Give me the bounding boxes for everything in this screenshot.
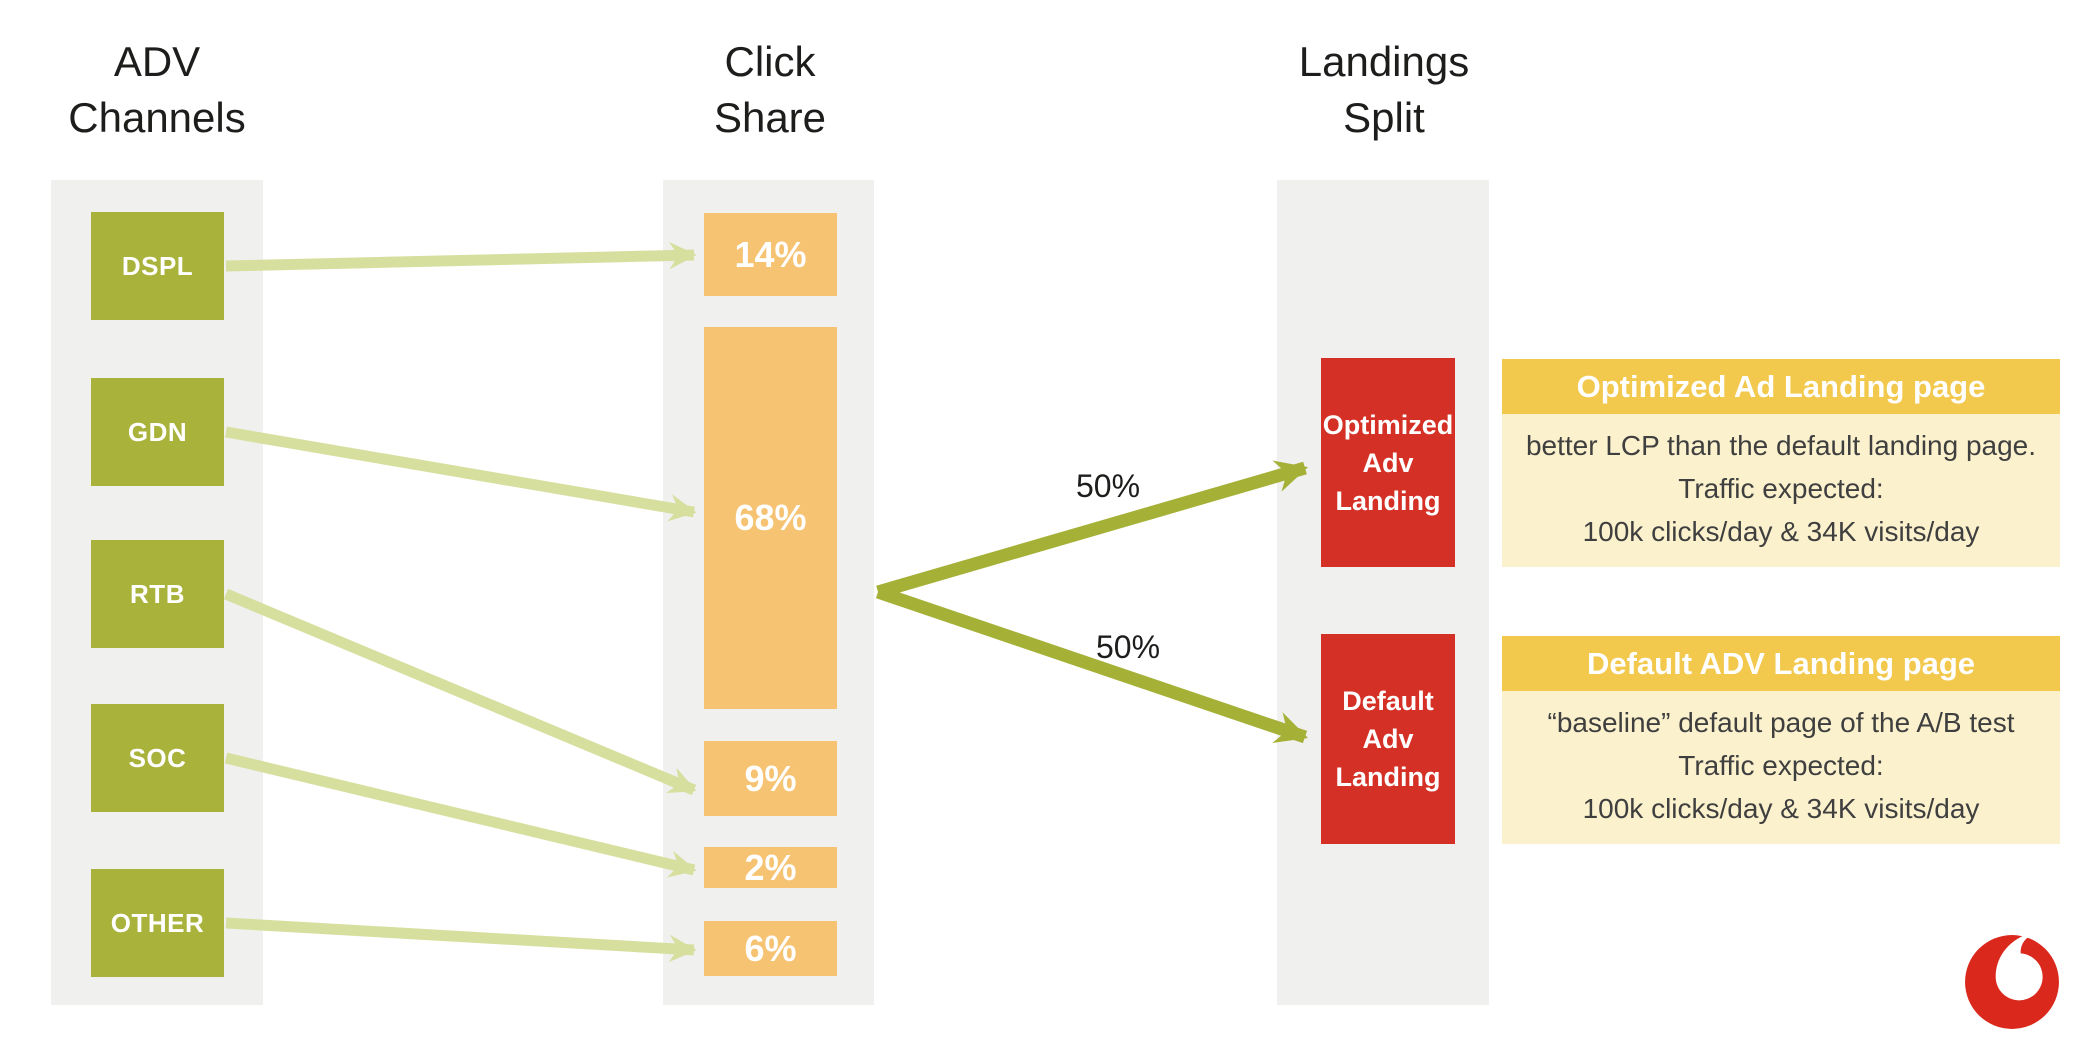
card-body-line: Traffic expected: <box>1678 750 1884 781</box>
landing-label-line1: Default <box>1342 686 1434 716</box>
landing-label-line1: Optimized <box>1322 409 1454 440</box>
channel-box-dspl: DSPL <box>91 212 224 320</box>
header-click-share: Click Share <box>590 34 950 146</box>
split-label-upper: 50% <box>1075 468 1141 504</box>
share-label: 68% <box>734 497 807 538</box>
arrow-soc-to-2 <box>224 752 697 878</box>
card-body-line: Traffic expected: <box>1678 473 1884 504</box>
channel-box-other: OTHER <box>91 869 224 977</box>
card-body-line: “baseline” default page of the A/B test <box>1547 707 2015 738</box>
share-box-2: 2% <box>704 847 837 888</box>
share-box-6: 6% <box>704 921 837 976</box>
card-default-body: “baseline” default page of the A/B test … <box>1502 691 2060 844</box>
landing-label-line2: Adv <box>1362 447 1414 478</box>
channel-box-rtb: RTB <box>91 540 224 648</box>
channel-label: DSPL <box>121 250 194 281</box>
share-label: 9% <box>744 757 797 799</box>
share-box-68: 68% <box>704 327 837 709</box>
channel-label: GDN <box>127 416 188 447</box>
card-default-title: Default ADV Landing page <box>1502 636 2060 691</box>
landing-label-line3: Landing <box>1335 485 1441 516</box>
card-body-line: better LCP than the default landing page… <box>1525 430 2037 461</box>
card-optimized-landing: Optimized Ad Landing page better LCP tha… <box>1502 359 2060 567</box>
channel-box-soc: SOC <box>91 704 224 812</box>
header-click-share-line1: Click <box>724 38 816 85</box>
share-box-9: 9% <box>704 741 837 816</box>
vodafone-logo-disc <box>1965 935 2059 1029</box>
share-label: 6% <box>744 927 797 969</box>
header-adv-channels-line2: Channels <box>68 94 246 141</box>
landing-box-default: Default Adv Landing <box>1321 634 1455 844</box>
header-adv-channels: ADV Channels <box>0 34 337 146</box>
channel-label: OTHER <box>110 907 205 938</box>
channel-label: SOC <box>128 742 187 773</box>
channel-label: RTB <box>130 578 185 609</box>
panel-landings-split <box>1277 180 1489 1005</box>
vodafone-logo <box>1965 934 2059 1029</box>
arrow-other-to-6 <box>225 917 697 963</box>
landing-label-line2: Adv <box>1362 724 1414 754</box>
vodafone-logo-comma <box>1995 934 2043 1001</box>
share-label: 14% <box>734 233 807 275</box>
split-label-lower: 50% <box>1095 629 1161 665</box>
card-optimized-body: better LCP than the default landing page… <box>1502 414 2060 567</box>
arrow-dspl-to-14 <box>225 241 697 272</box>
share-box-14: 14% <box>704 213 837 296</box>
arrow-gdn-to-68 <box>225 426 697 522</box>
header-landings-split-line1: Landings <box>1298 38 1470 85</box>
card-default-landing: Default ADV Landing page “baseline” defa… <box>1502 636 2060 844</box>
landing-label-line3: Landing <box>1335 762 1441 792</box>
card-optimized-title: Optimized Ad Landing page <box>1502 359 2060 414</box>
header-click-share-line2: Share <box>713 94 827 141</box>
card-body-line: 100k clicks/day & 34K visits/day <box>1582 793 1980 824</box>
channel-box-gdn: GDN <box>91 378 224 486</box>
share-label: 2% <box>744 846 797 888</box>
arrow-rtb-to-9 <box>223 588 697 796</box>
header-landings-split: Landings Split <box>1204 34 1564 146</box>
header-adv-channels-line1: ADV <box>113 38 201 85</box>
header-landings-split-line2: Split <box>1343 94 1425 141</box>
card-body-line: 100k clicks/day & 34K visits/day <box>1582 516 1980 547</box>
landing-box-optimized: Optimized Adv Landing <box>1321 358 1455 567</box>
